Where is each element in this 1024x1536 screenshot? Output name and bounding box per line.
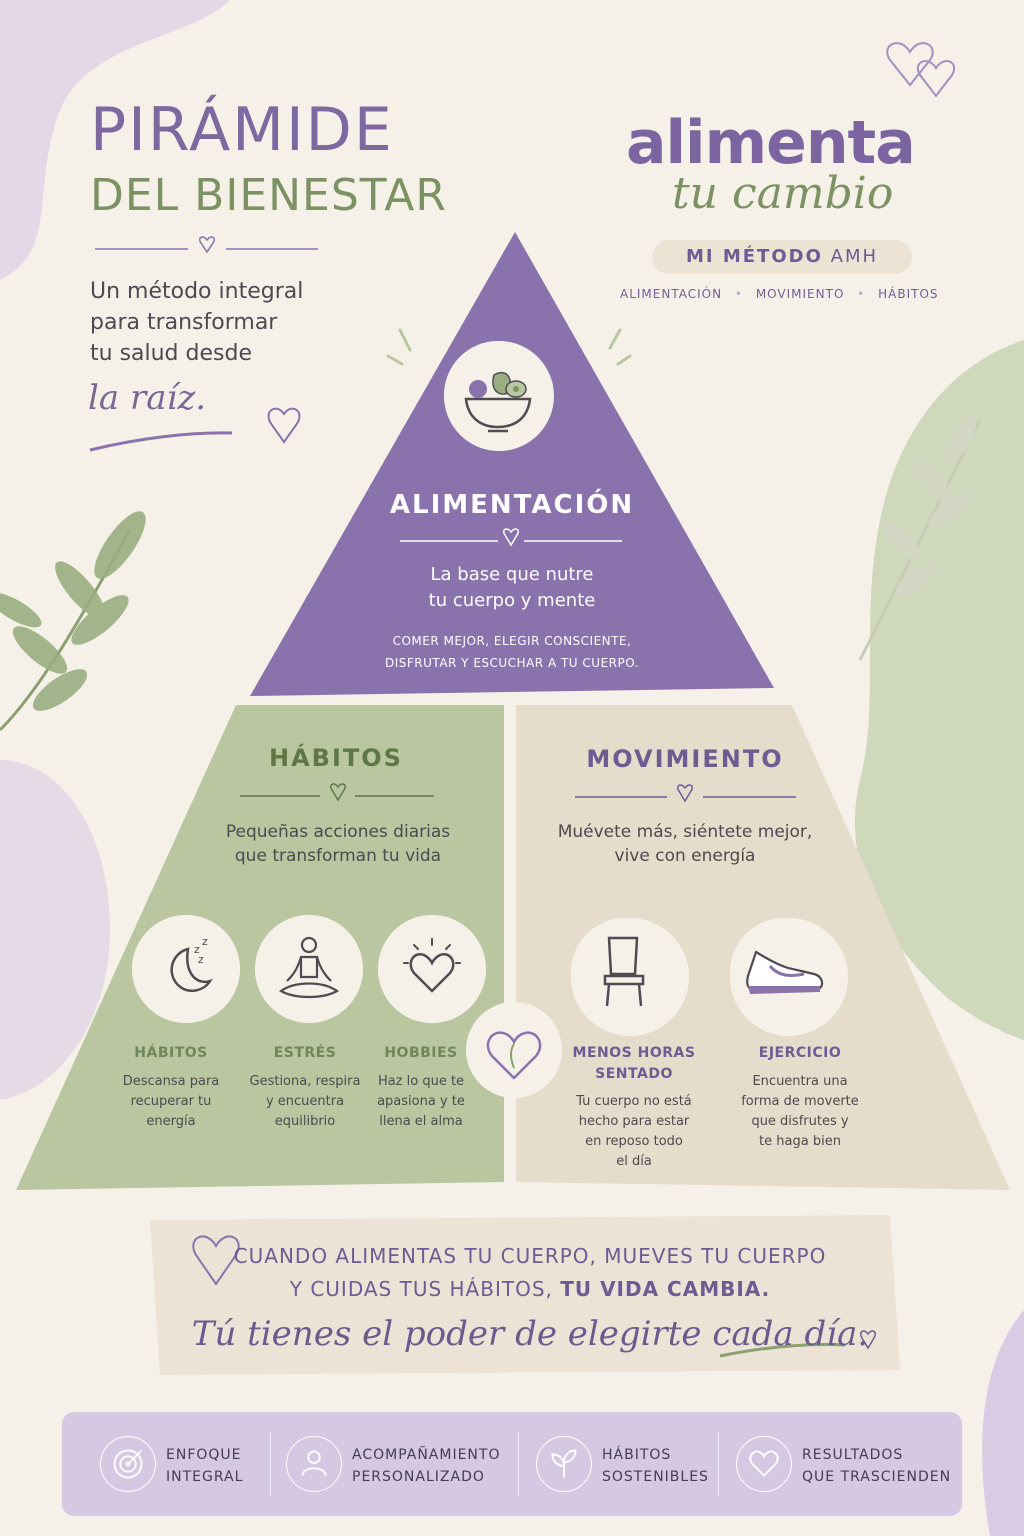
features-bar: ENFOQUE INTEGRAL ACOMPAÑAMIENTO PERSONAL… (62, 1412, 962, 1516)
sentado-item-title: MENOS HORAS SENTADO (572, 1045, 696, 1082)
estres-item-title: ESTRÉS (273, 1045, 337, 1061)
meditation-icon (255, 915, 363, 1023)
sneaker-icon (730, 918, 848, 1036)
banner-line2-start: Y CUIDAS TUS HÁBITOS, (289, 1277, 553, 1301)
hobbies-item-desc: Haz lo que te apasiona y te llena el alm… (377, 1074, 465, 1129)
method-badge: MI MÉTODO AMH (652, 240, 912, 274)
banner-line1: CUANDO ALIMENTAS TU CUERPO, MUEVES TU CU… (233, 1244, 827, 1268)
feature-label: HÁBITOS SOSTENIBLES (602, 1447, 709, 1485)
habitos-title: HÁBITOS (269, 744, 403, 772)
salad-bowl-icon (444, 341, 554, 451)
svg-text:z: z (194, 943, 200, 956)
feature-habitos: HÁBITOS SOSTENIBLES (536, 1412, 726, 1516)
feature-divider (718, 1432, 719, 1496)
pillar-movimiento: MOVIMIENTO (755, 287, 845, 301)
pillar-alimentacion: ALIMENTACIÓN (620, 287, 723, 301)
feature-divider (518, 1432, 519, 1496)
heart-sparkle-icon (378, 915, 486, 1023)
page-title-line2: DEL BIENESTAR (90, 170, 447, 221)
page-title-line1: PIRÁMIDE (90, 95, 394, 165)
pillar-habitos: HÁBITOS (878, 287, 939, 301)
banner-script: Tú tienes el poder de elegirte cada día. (191, 1314, 869, 1354)
pillars-list: ALIMENTACIÓN • MOVIMIENTO • HÁBITOS (620, 287, 939, 301)
heart-icon (736, 1436, 792, 1492)
chair-icon (571, 918, 689, 1036)
person-icon (286, 1436, 342, 1492)
habito-item-desc: Descansa para recuperar tu energía (122, 1074, 220, 1129)
ejercicio-item-title: EJERCICIO (758, 1045, 842, 1061)
brand-name: alimenta (626, 108, 916, 178)
estres-item-desc: Gestiona, respira y encuentra equilibrio (249, 1074, 361, 1129)
habitos-subtitle: Pequeñas acciones diarias que transforma… (225, 822, 451, 866)
feature-acompanamiento: ACOMPAÑAMIENTO PERSONALIZADO (286, 1412, 526, 1516)
intro-text: Un método integral para transformar tu s… (90, 279, 304, 366)
movimiento-title: MOVIMIENTO (586, 745, 784, 773)
feature-label: RESULTADOS QUE TRASCIENDEN (802, 1447, 952, 1485)
svg-text:z: z (202, 935, 208, 948)
moon-sleep-icon: z z z (132, 915, 240, 1023)
hobbies-item-title: HOBBIES (384, 1045, 458, 1061)
svg-text:z: z (198, 953, 204, 966)
target-icon (100, 1436, 156, 1492)
feature-label: ACOMPAÑAMIENTO PERSONALIZADO (352, 1447, 501, 1485)
intro-script: la raíz. (88, 378, 207, 418)
feature-resultados: RESULTADOS QUE TRASCIENDEN (736, 1412, 956, 1516)
feature-label: ENFOQUE INTEGRAL (166, 1447, 244, 1485)
sentado-item-desc: Tu cuerpo no está hecho para estar en re… (576, 1094, 692, 1169)
method-suffix: AMH (830, 246, 879, 267)
banner-line2: Y CUIDAS TUS HÁBITOS, TU VIDA CAMBIA. (230, 1277, 830, 1301)
apex-subtitle: La base que nutre tu cuerpo y mente (428, 564, 596, 611)
method-prefix: MI MÉTODO (685, 246, 823, 267)
apex-title: ALIMENTACIÓN (389, 490, 635, 520)
feature-enfoque: ENFOQUE INTEGRAL (100, 1412, 300, 1516)
feature-divider (270, 1432, 271, 1496)
habito-item-title: HÁBITOS (134, 1045, 208, 1061)
movimiento-subtitle: Muévete más, siéntete mejor, vive con en… (557, 822, 813, 866)
apex-caps: COMER MEJOR, ELEGIR CONSCIENTE, DISFRUTA… (385, 634, 639, 670)
ejercicio-item-desc: Encuentra una forma de moverte que disfr… (741, 1074, 859, 1149)
center-heart-badge (466, 1002, 562, 1098)
sprout-icon (536, 1436, 592, 1492)
banner-line2-strong: TU VIDA CAMBIA. (560, 1277, 771, 1301)
brand-tagline: tu cambio (672, 168, 894, 219)
